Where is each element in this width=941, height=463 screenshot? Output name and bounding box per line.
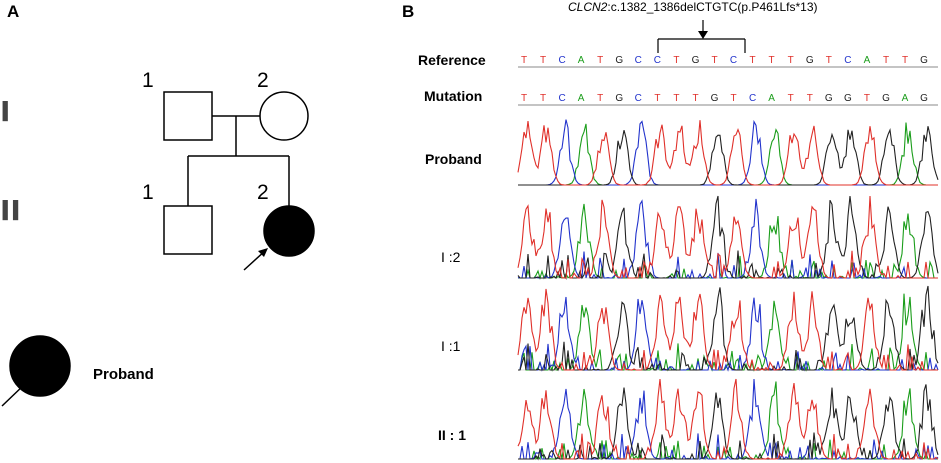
mutation-base: A — [902, 93, 909, 104]
mutation-base: T — [597, 93, 603, 104]
mutation-base: C — [558, 93, 565, 104]
mutation-base: A — [768, 93, 775, 104]
mutation-base: G — [882, 93, 890, 104]
trace-g — [518, 285, 939, 372]
mutation-detail: :c.1382_1386delCTGTC(p.P461Lfs*13) — [607, 0, 818, 14]
trace-a — [518, 293, 938, 372]
proband-arrow-head — [258, 248, 268, 257]
trace-g — [517, 195, 939, 280]
generation-label-i: I — [0, 95, 11, 128]
mutation-base: T — [654, 93, 660, 104]
mutation-base: C — [749, 93, 756, 104]
reference-base: A — [578, 55, 585, 66]
trace-g — [518, 126, 939, 186]
mutation-base: G — [844, 93, 852, 104]
generation-label-ii: II — [0, 194, 21, 227]
reference-base: T — [597, 55, 603, 66]
trace-c — [518, 296, 939, 372]
reference-base: G — [806, 55, 814, 66]
trace-label-proband: Proband — [425, 151, 482, 167]
chromatograms — [517, 119, 939, 461]
trace-t — [517, 120, 938, 186]
reference-base: C — [654, 55, 661, 66]
mutation-base: T — [540, 93, 546, 104]
mutation-base: T — [807, 93, 813, 104]
mutation-base: T — [673, 93, 679, 104]
legend-affected-symbol — [9, 335, 71, 397]
reference-base: C — [730, 55, 737, 66]
reference-base: C — [635, 55, 642, 66]
reference-base: C — [844, 55, 851, 66]
individual-number-ii1: 1 — [142, 181, 154, 204]
reference-base: T — [883, 55, 889, 66]
mutation-base: T — [730, 93, 736, 104]
pedigree — [1, 91, 315, 407]
male-unaffected-i1 — [163, 91, 213, 141]
reference-base: T — [711, 55, 717, 66]
mutation-row-label: Mutation — [424, 88, 483, 104]
reference-base: A — [864, 55, 871, 66]
legend-arrow-head — [18, 381, 28, 390]
mutation-base: C — [635, 93, 642, 104]
mutation-base: G — [711, 93, 719, 104]
panel-label-a: A — [7, 2, 20, 21]
mutation-base: A — [578, 93, 585, 104]
reference-base: T — [521, 55, 527, 66]
mutation-base: T — [864, 93, 870, 104]
individual-number-ii2: 2 — [257, 181, 269, 204]
trace-label-i2: I :2 — [441, 249, 461, 265]
reference-row-label: Reference — [418, 52, 486, 68]
reference-base: G — [692, 55, 700, 66]
deletion-arrow-head — [698, 31, 708, 39]
trace-t — [517, 288, 938, 372]
deletion-marker — [657, 20, 746, 53]
trace-t — [517, 195, 938, 280]
individual-number-i1: 1 — [142, 69, 154, 92]
reference-base: T — [902, 55, 908, 66]
trace-label-ii1: II : 1 — [438, 427, 467, 443]
reference-base: T — [750, 55, 756, 66]
male-unaffected-ii1 — [163, 205, 213, 255]
trace-t — [517, 378, 939, 461]
female-affected-ii2 — [263, 205, 315, 257]
panel-label-b: B — [402, 2, 415, 21]
mutation-base: T — [788, 93, 794, 104]
trace-g — [518, 384, 939, 461]
mutation-title: CLCN2:c.1382_1386delCTGTC(p.P461Lfs*13) — [568, 0, 817, 14]
reference-base: T — [769, 55, 775, 66]
female-unaffected-i2 — [259, 91, 309, 141]
reference-base: T — [826, 55, 832, 66]
reference-base: T — [788, 55, 794, 66]
mutation-base: G — [615, 93, 623, 104]
mutation-base: T — [521, 93, 527, 104]
reference-base: G — [615, 55, 623, 66]
mutation-gene: CLCN2 — [568, 0, 608, 14]
mutation-base: G — [825, 93, 833, 104]
reference-base: T — [540, 55, 546, 66]
reference-base: G — [920, 55, 928, 66]
reference-base: C — [558, 55, 565, 66]
reference-base: T — [673, 55, 679, 66]
legend-proband-label: Proband — [93, 366, 154, 383]
trace-label-i1: I :1 — [441, 338, 461, 354]
mutation-base: T — [692, 93, 698, 104]
mutation-base: G — [920, 93, 928, 104]
individual-number-i2: 2 — [257, 69, 269, 92]
